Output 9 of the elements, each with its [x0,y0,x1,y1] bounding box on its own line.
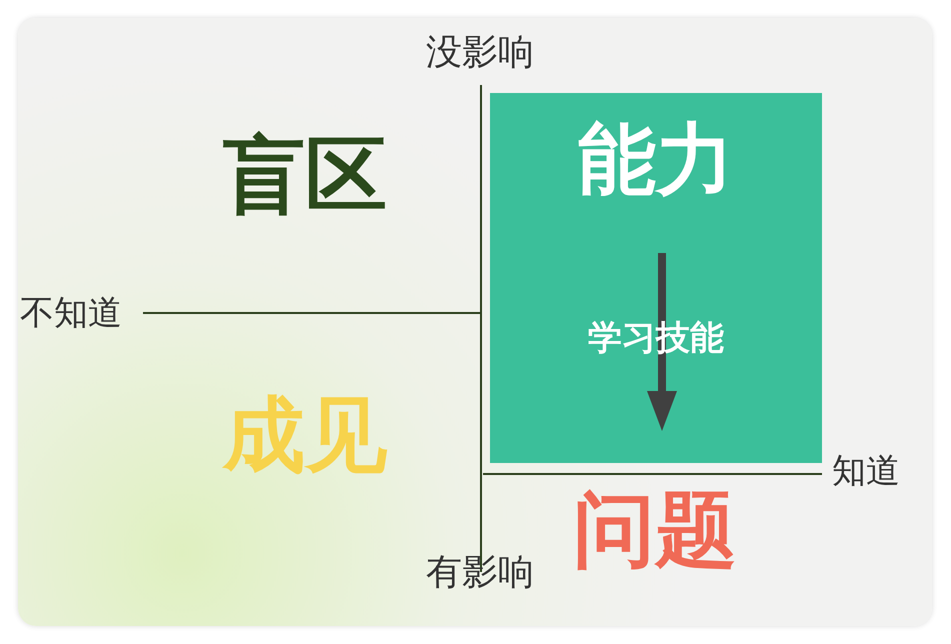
quadrant-title: 盲区 [222,127,388,225]
axis-label: 有影响 [425,551,535,595]
quadrant-title: 问题 [572,482,738,580]
quadrant-box [490,93,822,463]
axis-label: 没影响 [425,31,535,75]
axis-label: 不知道 [20,292,123,334]
quadrant-title: 成见 [221,387,388,485]
axis-label: 知道 [832,450,901,492]
box-title: 能力 [577,121,735,199]
